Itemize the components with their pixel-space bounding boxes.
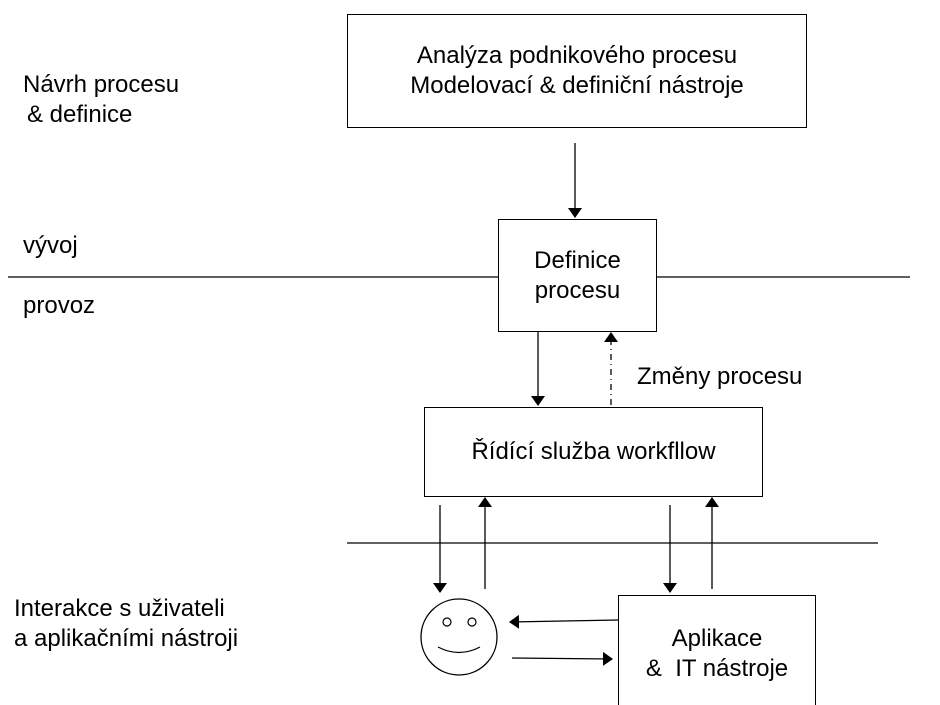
- arrow-user-to-apps: [511, 651, 613, 666]
- process-definition-box-line2: procesu: [534, 276, 621, 304]
- interaction-label-line1: Interakce s uživateli: [14, 595, 225, 622]
- design-phase-label-line2: & definice: [27, 101, 133, 128]
- user-smiley-icon: [420, 598, 498, 676]
- arrow-apps-to-user: [509, 614, 619, 629]
- workflow-engine-box: Řídící služba workfllow: [424, 407, 763, 497]
- workflow-engine-box-label: Řídící služba workfllow: [471, 438, 716, 465]
- process-definition-box-line1: Definice: [534, 246, 621, 274]
- analysis-box: Analýza podnikového procesu Modelovací &…: [347, 14, 807, 128]
- process-definition-box: Definice procesu: [498, 219, 657, 332]
- applications-box-line2: & IT nástroje: [645, 654, 789, 682]
- operation-label: provoz: [23, 292, 96, 319]
- analysis-box-line2: Modelovací & definiční nástroje: [410, 72, 744, 99]
- design-phase-label: Návrh procesu & definice: [23, 70, 179, 130]
- process-changes-label: Změny procesu: [637, 363, 803, 390]
- analysis-box-line1: Analýza podnikového procesu: [416, 42, 738, 69]
- design-phase-label-line1: Návrh procesu: [23, 71, 180, 98]
- applications-box: Aplikace & IT nástroje: [618, 595, 816, 705]
- interaction-label: Interakce s uživateli a aplikačními nást…: [14, 594, 238, 654]
- applications-box-line1: Aplikace: [671, 624, 763, 652]
- development-label: vývoj: [23, 232, 78, 259]
- interaction-label-line2: a aplikačními nástroji: [14, 625, 239, 652]
